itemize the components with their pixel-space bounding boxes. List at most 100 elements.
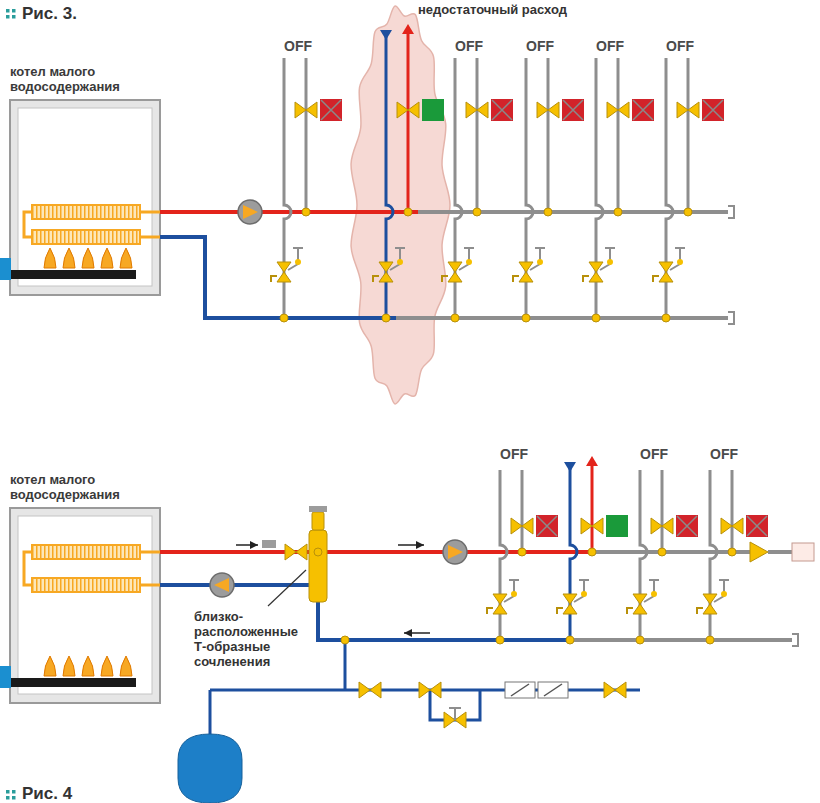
flame: [101, 248, 113, 268]
valve-handle: [600, 248, 615, 270]
junction-dot: [522, 314, 530, 322]
heat-exchanger: [32, 205, 140, 219]
valve-symbol: [615, 682, 626, 698]
valve-symbol: [548, 102, 559, 118]
arrowhead: [402, 24, 414, 34]
junction-dot: [706, 636, 714, 644]
pipe: [768, 550, 792, 554]
figure-marker: [6, 9, 10, 13]
flame: [82, 248, 94, 268]
boiler-heading: котел малого водосодержания: [10, 473, 160, 503]
arrowhead: [250, 541, 258, 549]
junction-dot: [636, 636, 644, 644]
valve-hook: [373, 276, 379, 282]
valve-handle: [449, 708, 461, 720]
figure-title: Рис. 3.: [22, 4, 77, 24]
arrowhead: [564, 462, 576, 472]
junction-dot: [684, 208, 692, 216]
pipe: [570, 638, 792, 642]
burner: [38, 678, 136, 687]
node-text: котел малого водосодержания: [10, 65, 160, 95]
valve-handle: [511, 591, 517, 597]
junction-dot: [341, 636, 349, 644]
pipe: [617, 58, 620, 212]
figure-marker: [6, 796, 10, 800]
junction-dot: [658, 548, 666, 556]
heat-exchanger-bend: [24, 552, 32, 585]
gas-pipe: [11, 270, 39, 279]
valve-symbol: [604, 682, 615, 698]
balancing-valve: [659, 272, 673, 282]
arrowhead: [586, 456, 598, 466]
valve-symbol: [306, 102, 317, 118]
actuator: [702, 99, 724, 121]
pipe: [160, 237, 396, 318]
actuator-cross: [633, 100, 653, 120]
state-label: OFF: [590, 38, 630, 54]
pipe: [418, 210, 728, 214]
actuator: [562, 99, 584, 121]
balancing-valve: [493, 604, 507, 614]
state-label: OFF: [449, 38, 489, 54]
valve-handle: [574, 580, 589, 602]
actuator-cross: [563, 100, 583, 120]
valve-handle: [651, 591, 657, 597]
pipe: [728, 312, 734, 324]
boiler-casing: [10, 100, 160, 295]
valve-handle: [390, 248, 405, 270]
valve-handle: [670, 248, 685, 270]
valve-symbol: [732, 518, 743, 534]
state-label: OFF: [494, 446, 534, 462]
gas-valve: [0, 666, 11, 688]
valve-handle: [537, 259, 543, 265]
burner: [38, 270, 136, 279]
filter: [505, 682, 535, 698]
pump: [210, 573, 234, 597]
heat-exchanger: [32, 578, 140, 592]
actuator: [491, 99, 513, 121]
pipe: [160, 210, 418, 214]
valve-symbol: [430, 682, 441, 698]
arrowhead: [380, 30, 392, 40]
insufficient-flow-cloud: [351, 6, 450, 404]
valve-symbol: [721, 518, 732, 534]
pipe: [476, 58, 479, 212]
figure-marker: [6, 15, 10, 19]
junction-dot: [566, 636, 574, 644]
valve-hook: [442, 276, 448, 282]
junction-dot: [314, 548, 322, 556]
valve-handle: [607, 259, 613, 265]
hydraulic-separator: [309, 530, 327, 602]
valve-symbol: [677, 102, 688, 118]
pipe: [407, 30, 410, 212]
actuator-cross: [537, 516, 557, 536]
valve-symbol: [419, 682, 430, 698]
filter: [538, 682, 568, 698]
junction-dot: [404, 208, 412, 216]
filter-mesh: [544, 684, 562, 696]
flame: [44, 248, 56, 268]
valve-symbol: [688, 102, 699, 118]
valve-symbol: [455, 712, 466, 728]
junction-dot: [614, 208, 622, 216]
balancing-valve: [379, 272, 393, 282]
callout-note: близко- расположенные Т-образные сочлене…: [194, 610, 306, 670]
valve-symbol: [581, 518, 592, 534]
heat-exchanger: [32, 545, 140, 559]
figure-title: Рис. 4: [22, 784, 72, 803]
expansion-tank: [178, 734, 242, 803]
valve-handle: [466, 259, 472, 265]
valve-handle: [581, 591, 587, 597]
junction-dot: [728, 548, 736, 556]
balancing-valve: [589, 272, 603, 282]
valve-symbol: [537, 102, 548, 118]
heat-exchanger-bend: [24, 212, 32, 237]
balancing-valve: [633, 604, 647, 614]
figure-marker: [12, 796, 16, 800]
junction-dot: [451, 314, 459, 322]
actuator: [632, 99, 654, 121]
arrowhead: [404, 629, 412, 637]
